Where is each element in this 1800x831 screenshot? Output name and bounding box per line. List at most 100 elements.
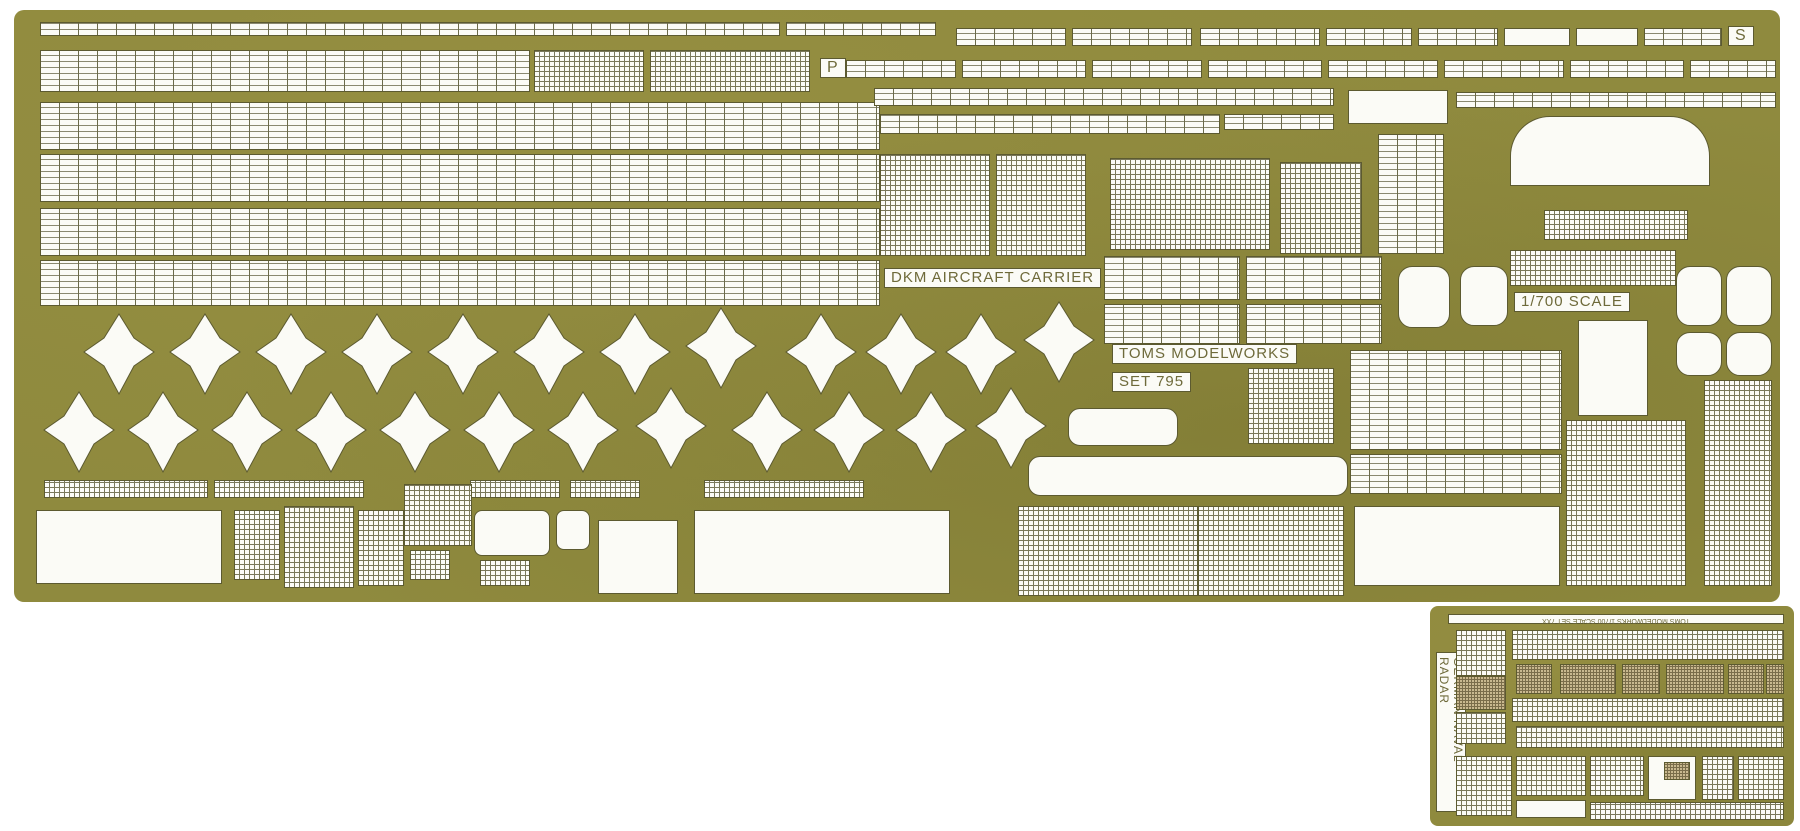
aircraft-part <box>546 390 620 474</box>
title-label: DKM AIRCRAFT CARRIER <box>884 268 1102 288</box>
radar-mesh <box>1516 664 1552 694</box>
railing-strip <box>1418 28 1498 46</box>
aircraft-part <box>462 390 536 474</box>
aircraft-part <box>812 390 886 474</box>
platform-part <box>1460 266 1508 326</box>
railing-strip <box>1644 28 1722 46</box>
small-parts-strip <box>570 480 640 498</box>
aircraft-part <box>944 312 1018 396</box>
railing-strip <box>880 114 1220 134</box>
platform-part <box>1676 332 1722 376</box>
platform-part <box>1726 332 1772 376</box>
railing-strip <box>40 102 880 150</box>
catapult-part <box>1246 256 1382 300</box>
small-parts-strip <box>214 480 364 498</box>
aircraft-part <box>1022 300 1096 384</box>
railing-strip <box>1072 28 1192 46</box>
grid-part <box>234 510 280 580</box>
platform-part <box>1398 266 1450 328</box>
radar-frame <box>1512 630 1784 660</box>
railing-strip <box>1570 60 1684 78</box>
platform-part <box>1676 266 1722 326</box>
set-label: SET 795 <box>1112 372 1192 392</box>
radar-parts <box>1516 756 1586 796</box>
aircraft-part <box>684 306 758 390</box>
railing-strip <box>1092 60 1202 78</box>
radar-header-strip: TOMS MODELWORKS 1/700 SCALE SET 7XX <box>1448 614 1784 624</box>
radar-parts <box>1456 756 1512 816</box>
radar-mesh <box>1456 676 1506 710</box>
railing-strip <box>1504 28 1570 46</box>
grid-part <box>284 506 354 588</box>
radar-drum <box>1590 802 1784 820</box>
radar-parts <box>1702 756 1734 800</box>
maker-label: TOMS MODELWORKS <box>1112 344 1298 364</box>
window-grid <box>1566 420 1686 586</box>
ramp-part <box>598 520 678 594</box>
platform-part <box>1726 266 1772 326</box>
aircraft-part <box>512 312 586 396</box>
radar-frame <box>1512 698 1784 722</box>
small-part <box>480 560 530 586</box>
railing-strip <box>1444 60 1564 78</box>
radar-fret: TOMS MODELWORKS 1/700 SCALE SET 7XX GERM… <box>1430 606 1794 826</box>
railing-strip <box>1690 60 1776 78</box>
tripod-row <box>1028 456 1348 496</box>
railing-strip <box>40 154 880 202</box>
aircraft-part <box>294 390 368 474</box>
grid-panel <box>1510 250 1676 286</box>
hangar-arch <box>1510 116 1710 186</box>
radar-parts <box>1516 800 1586 818</box>
radar-mesh <box>1766 664 1784 694</box>
small-parts-strip <box>704 480 864 498</box>
aircraft-part <box>426 312 500 396</box>
railing-strip <box>1224 114 1334 130</box>
aircraft-part <box>254 312 328 396</box>
grid-part <box>404 484 472 546</box>
aircraft-part <box>894 390 968 474</box>
aircraft-part <box>634 386 708 470</box>
scale-label: 1/700 SCALE <box>1514 292 1630 312</box>
railing-strip <box>40 50 530 92</box>
bracket-parts <box>1348 90 1448 124</box>
radar-mesh <box>1622 664 1660 694</box>
railing-strip <box>40 22 780 36</box>
railing-strip <box>956 28 1066 46</box>
radar-mesh <box>1664 762 1690 780</box>
shield-parts <box>36 510 222 584</box>
propeller-parts <box>694 510 950 594</box>
tripod-row <box>1068 408 1178 446</box>
railing-strip <box>40 260 880 306</box>
aircraft-part <box>378 390 452 474</box>
aircraft-part <box>82 312 156 396</box>
aircraft-part <box>730 390 804 474</box>
deck-panel <box>1354 506 1560 586</box>
small-part <box>474 510 550 556</box>
bracket-group <box>1280 162 1362 254</box>
aircraft-part <box>210 390 284 474</box>
bracket-group <box>1110 158 1270 250</box>
railing-strip <box>962 60 1086 78</box>
radar-header-text: TOMS MODELWORKS 1/700 SCALE SET 7XX <box>1542 617 1690 624</box>
railing-strip <box>786 22 936 36</box>
ladder-group <box>880 154 990 256</box>
aircraft-part <box>974 386 1048 470</box>
small-part <box>556 510 590 550</box>
railing-strip <box>1576 28 1638 46</box>
railing-strip <box>40 208 880 256</box>
support-group <box>1018 506 1198 596</box>
grid-panel <box>1544 210 1688 240</box>
small-parts-strip <box>470 480 560 498</box>
railing-strip <box>1456 92 1776 108</box>
radar-parts <box>1738 756 1784 800</box>
railing-strip <box>1328 60 1438 78</box>
truss-part <box>1350 454 1562 494</box>
aircraft-part <box>598 312 672 396</box>
railing-strip <box>874 88 1334 106</box>
ladder-strip <box>1378 134 1444 254</box>
railing-strip <box>1200 28 1320 46</box>
catapult-part <box>1246 304 1382 344</box>
aircraft-part <box>168 312 242 396</box>
radar-mesh <box>1560 664 1616 694</box>
grid-part <box>410 550 450 580</box>
